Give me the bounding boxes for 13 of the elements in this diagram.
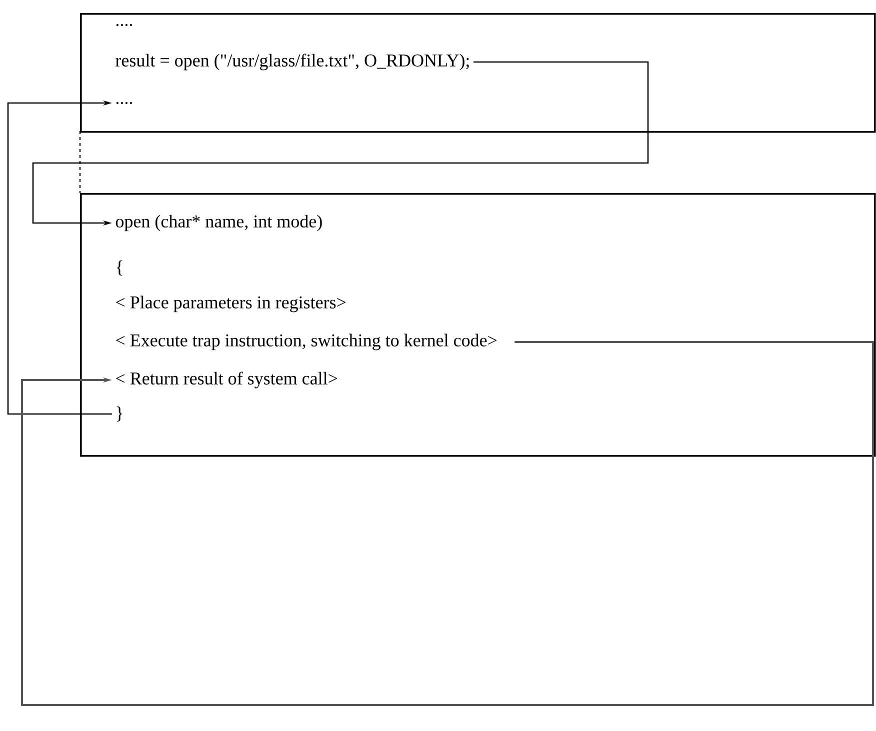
code-line: result = open ("/usr/glass/file.txt", O_RDONLY); bbox=[116, 54, 469, 70]
arrow bbox=[7, 100, 112, 415]
arrow bbox=[21, 341, 874, 706]
code-line: } bbox=[116, 406, 122, 422]
code-line: < Place parameters in registers> bbox=[116, 296, 346, 312]
code-box bbox=[80, 193, 876, 457]
code-line: < Return result of system call> bbox=[116, 372, 338, 388]
code-line: { bbox=[116, 260, 122, 276]
code-line: .... bbox=[116, 24, 132, 26]
code-line: .... bbox=[116, 102, 132, 104]
code-line: < Execute trap instruction, switching to kernel code> bbox=[116, 334, 497, 350]
code-line: open (char* name, int mode) bbox=[116, 214, 322, 232]
code-box bbox=[80, 13, 876, 133]
